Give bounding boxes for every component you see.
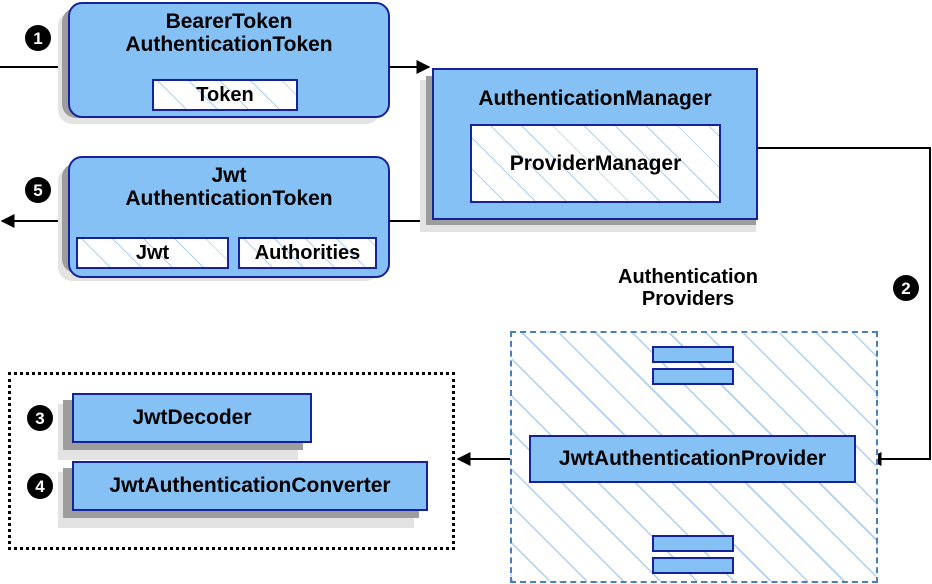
step-marker-3: 3 [27, 405, 53, 431]
jwt-decoder-label: JwtDecoder [132, 405, 252, 429]
step-marker-1: 1 [25, 25, 51, 51]
provider-stack-bottom-bar-2 [652, 557, 734, 574]
jwt-token-slot-authorities: Authorities [238, 237, 377, 269]
support-components-group [8, 372, 455, 550]
step-marker-1-label: 1 [33, 28, 43, 48]
bearer-token-title-line1: BearerToken [165, 10, 293, 33]
jwt-authentication-provider-node[interactable]: JwtAuthenticationProvider [529, 435, 856, 483]
jwt-token-slot-authorities-label: Authorities [254, 241, 361, 264]
step-marker-4-label: 4 [35, 476, 45, 496]
jwt-token-slot-jwt: Jwt [76, 237, 229, 269]
jwt-token-title-line2: AuthenticationToken [125, 186, 333, 210]
jwt-authentication-provider-label: JwtAuthenticationProvider [558, 446, 827, 470]
providers-caption: Authentication Providers [568, 266, 808, 311]
bearer-token-title-line2: AuthenticationToken [125, 32, 333, 56]
providers-caption-line2: Providers [641, 288, 735, 311]
jwt-authentication-converter-node[interactable]: JwtAuthenticationConverter [72, 461, 428, 511]
authentication-manager-inner-provider-manager: ProviderManager [470, 124, 721, 203]
provider-stack-top-bar-2 [652, 368, 734, 385]
step-marker-2: 2 [893, 275, 919, 301]
jwt-token-slot-jwt-label: Jwt [135, 241, 170, 264]
provider-stack-bottom-bar-1 [652, 535, 734, 552]
jwt-token-title-line1: Jwt [211, 164, 247, 187]
bearer-token-slot-token: Token [152, 79, 298, 111]
step-marker-2-label: 2 [901, 278, 911, 298]
step-marker-5-label: 5 [33, 180, 43, 200]
authentication-manager-title: AuthenticationManager [478, 87, 712, 110]
provider-manager-label: ProviderManager [509, 151, 682, 175]
jwt-authentication-converter-label: JwtAuthenticationConverter [109, 473, 391, 497]
providers-caption-line1: Authentication [618, 266, 758, 288]
provider-stack-top-bar-1 [652, 346, 734, 363]
jwt-decoder-node[interactable]: JwtDecoder [72, 393, 312, 443]
edge-manager-to-provider [758, 147, 931, 466]
bearer-token-slot-label: Token [196, 83, 254, 106]
step-marker-5: 5 [25, 177, 51, 203]
step-marker-4: 4 [27, 473, 53, 499]
step-marker-3-label: 3 [35, 408, 45, 428]
